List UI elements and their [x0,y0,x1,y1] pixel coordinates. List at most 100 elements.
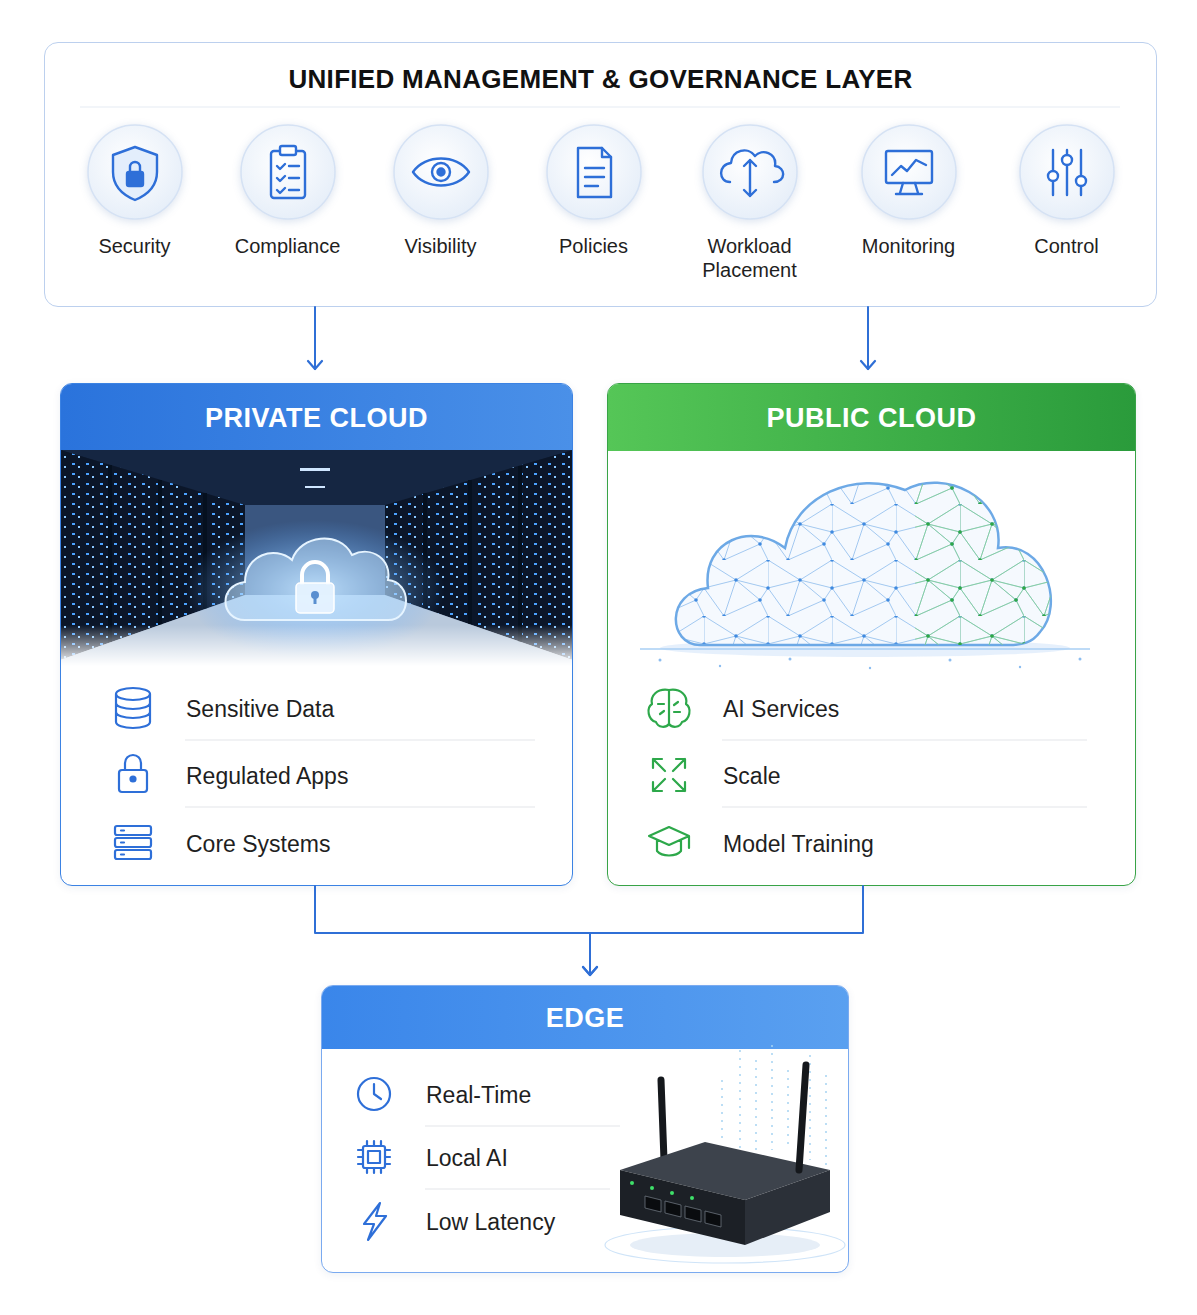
icon-circle [1020,125,1114,219]
antenna [661,1080,664,1160]
node-label: Scale [723,762,1053,790]
document-icon [578,148,611,197]
panel-header: PRIVATE CLOUD [61,384,572,451]
row-separator [185,806,535,807]
icon-circle-shape [223,122,353,222]
room-background [61,450,572,666]
database-icon [116,688,150,700]
node-label: Compliance [223,234,353,258]
router-front [620,1170,745,1245]
node-label: Monitoring [844,234,974,258]
node-label: UNIFIED MANAGEMENT & GOVERNANCE LAYER [45,64,1156,94]
floor [61,595,572,666]
chip-pins [358,1141,390,1173]
icon-circle [88,125,182,219]
icon-circle [547,125,641,219]
shield-icon [113,147,157,200]
floor-dot [659,659,662,662]
slider-rails [1053,150,1081,195]
panel-header: EDGE [322,986,848,1049]
edge-row-icons [358,1078,390,1240]
network-cloud [676,483,1051,645]
node-label: Security [70,234,200,258]
flow-connector [867,307,869,369]
ethernet-port [665,1201,681,1217]
lock-icon [119,770,147,792]
brain-icon [649,690,690,727]
feature-icon-node: Workload Placement [685,122,815,292]
database-icon [116,694,150,728]
bolt-icon [364,1203,386,1240]
data-stream [809,1055,811,1160]
network-cloud-illustration [640,483,1090,670]
rack-separator [203,493,207,609]
clock-hands [374,1084,381,1099]
monitor-chart [892,160,926,175]
rack-separator [518,466,522,642]
status-led [650,1186,654,1190]
status-led [670,1191,674,1195]
slider-knob [1048,171,1058,181]
eye-pupil [438,169,445,176]
glowing-cloud [225,539,406,620]
node-label: Regulated Apps [186,762,516,790]
clipboard-clip [280,146,296,155]
server-icon [115,826,151,835]
data-stream [755,1060,757,1150]
eye-icon [413,159,469,186]
private-cloud-panel: PRIVATE CLOUDSensitive DataRegulated App… [60,383,573,886]
server-racks-right [385,450,572,660]
icon-circle [394,125,488,219]
row-separator [185,739,535,740]
rack-separator [108,465,112,642]
cloud-base-glow [660,639,1070,657]
icon-circle-shape [844,122,974,222]
server-room-illustration [61,450,572,666]
router-illustration [605,1045,845,1263]
floor-dot [869,667,871,669]
cloud-floor-line [640,648,1090,650]
updown-arrow-icon [744,160,756,196]
ethernet-port [685,1206,701,1222]
router-side [745,1170,830,1245]
panel-header: PUBLIC CLOUD [608,384,1135,451]
feature-icon-node: Security [70,122,200,292]
icon-circle [703,125,797,219]
feature-icon-node: Compliance [223,122,353,292]
node-label: Real-Time [426,1081,756,1109]
back-wall [245,505,385,595]
ethernet-ports [645,1196,721,1227]
node-label: Low Latency [426,1208,756,1236]
router-top [620,1142,830,1200]
lock-body [127,172,143,186]
floor-dot [719,665,721,667]
governance-panel: UNIFIED MANAGEMENT & GOVERNANCE LAYER Sec… [44,42,1157,307]
icon-circle-shape [1002,122,1132,222]
clipboard-icon [271,151,305,198]
expand-icon [653,759,685,791]
data-stream [787,1070,789,1150]
clock-icon [358,1078,390,1110]
node-label: Model Training [723,830,1053,858]
lock-shackle [130,162,140,172]
keyhole [314,596,317,604]
divider-line [80,106,1120,108]
network-cloud-green [915,483,1051,645]
floor-dot [789,658,792,661]
node-label: Control [1002,234,1132,258]
server-leds [121,831,124,855]
node-label: Policies [529,234,659,258]
public-row-icons [649,690,690,856]
lock-body [296,583,334,613]
edge-panel: EDGEReal-TimeLocal AILow Latency [321,985,849,1273]
floor-dot [949,659,952,662]
icon-circle [862,125,956,219]
fade-overlay [61,625,572,666]
feature-icon-node: Control [1002,122,1132,292]
ceiling-light [305,486,325,488]
feature-icon-node: Visibility [376,122,506,292]
